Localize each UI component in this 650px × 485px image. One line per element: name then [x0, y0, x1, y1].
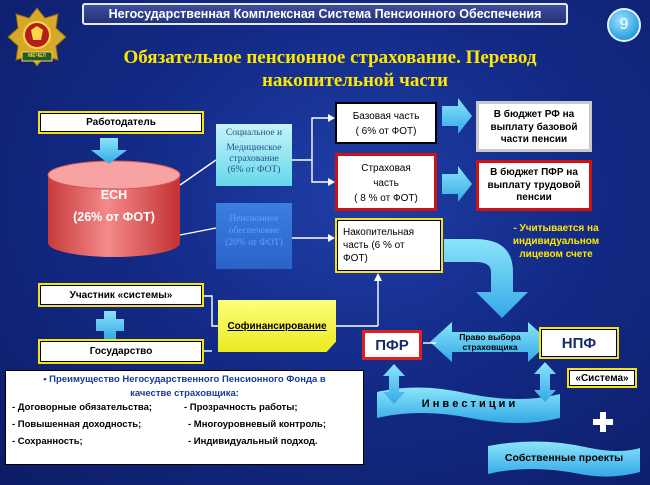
advantages-title-1: • Преимущество Негосударственного Пенсио… — [43, 374, 326, 385]
title-line-1: Обязательное пенсионное страхование. Пер… — [123, 47, 537, 68]
advantages-box: • Преимущество Негосударственного Пенсио… — [5, 370, 364, 465]
advantage-yield: - Повышенная доходность; — [12, 419, 142, 430]
insurance-part-line-3: ( 8 % от ФОТ) — [354, 193, 418, 204]
budget-rf-line-3: части пенсии — [500, 134, 568, 145]
double-arrow-icon — [534, 362, 556, 402]
account-note-line-2: индивидуальном — [512, 236, 600, 247]
insurance-part-box: Страховая часть ( 8 % от ФОТ) — [335, 153, 437, 211]
plus-icon — [96, 311, 124, 339]
funded-part-line-3: ФОТ) — [343, 253, 368, 264]
account-note-line-1: - Учитывается на — [513, 223, 599, 234]
investments-label: И н в е с т и ц и и — [421, 398, 516, 410]
social-note-line-2: Медицинское — [226, 143, 282, 153]
advantage-individual: - Индивидуальный подход. — [188, 436, 318, 447]
pension-provision-note: Пенсионное обеспечение (20% от ФОТ) — [216, 203, 292, 269]
arrow-down-icon — [91, 138, 127, 164]
social-note-line-1: Социальное и — [225, 128, 283, 138]
choice-label: Право выбора страховщика — [454, 332, 526, 352]
header-bar: Негосударственная Комплексная Система Пе… — [82, 3, 568, 25]
pfr-box: ПФР — [362, 330, 422, 360]
base-part-line-1: Базовая часть — [352, 111, 420, 122]
curved-arrow-icon — [444, 239, 528, 318]
budget-pfr-line-1: В бюджет ПФР на — [490, 167, 578, 178]
social-note-line-4: (6% от ФОТ) — [227, 165, 281, 175]
system-box: «Система» — [567, 368, 637, 388]
social-note-line-3: страхование — [229, 154, 279, 164]
pension-note-line-1: Пенсионное — [229, 214, 279, 224]
slide-number-badge: 9 — [607, 8, 641, 42]
plus-icon — [593, 412, 613, 432]
advantage-safety: - Сохранность; — [12, 436, 83, 447]
arrow-right-icon — [442, 98, 472, 134]
advantage-contract: - Договорные обязательства; — [12, 402, 153, 413]
own-projects-banner — [488, 441, 640, 477]
pension-note-line-3: (20% от ФОТ) — [225, 238, 283, 248]
choice-line-2: страховщика — [462, 342, 518, 352]
page-title: Обязательное пенсионное страхование. Пер… — [70, 46, 590, 92]
advantages-row-3: - Сохранность; - Индивидуальный подход. — [12, 435, 363, 449]
budget-rf-box: В бюджет РФ на выплату базовой части пен… — [476, 101, 592, 152]
own-projects-label: Собственные проекты — [504, 452, 624, 464]
funded-part-line-2: часть (6 % от — [343, 240, 405, 251]
advantage-transparency: - Прозрачность работы; — [184, 402, 298, 413]
insurance-part-line-2: часть — [373, 178, 399, 189]
employer-box: Работодатель — [38, 111, 204, 134]
double-arrow-icon — [430, 322, 550, 362]
advantages-title-2: качестве страховщика: — [130, 388, 239, 399]
insurance-part-line-1: Страховая — [361, 163, 411, 174]
budget-rf-line-1: В бюджет РФ на — [493, 109, 575, 120]
advantage-control: - Многоуровневый контроль; — [188, 419, 327, 430]
budget-pfr-line-3: пенсии — [516, 192, 552, 203]
account-note: - Учитывается на индивидуальном лицевом … — [496, 222, 616, 261]
advantages-row-1: - Договорные обязательства; - Прозрачнос… — [12, 401, 363, 415]
account-note-line-3: лицевом счете — [519, 249, 593, 260]
base-part-line-2: ( 6% от ФОТ) — [355, 126, 417, 137]
base-part-box: Базовая часть ( 6% от ФОТ) — [335, 102, 437, 144]
investments-banner — [377, 387, 560, 423]
budget-rf-line-2: выплату базовой — [490, 121, 578, 133]
choice-line-1: Право выбора — [459, 332, 521, 342]
arrowheads — [328, 114, 382, 281]
advantages-row-2: - Повышенная доходность; - Многоуровневы… — [12, 418, 363, 432]
esn-cylinder — [47, 160, 181, 257]
funded-part-box: Накопительная часть (6 % от ФОТ) — [335, 218, 443, 273]
title-line-2: накопительной части — [261, 70, 449, 91]
budget-pfr-box: В бюджет ПФР на выплату трудовой пенсии — [476, 160, 592, 211]
emblem-ribbon-text: МЕЧЕЛ — [28, 53, 46, 59]
cofinancing-note: Софинансирование — [218, 300, 336, 352]
funded-part-line-1: Накопительная — [343, 227, 415, 238]
npf-box: НПФ — [539, 327, 619, 359]
government-box: Государство — [38, 339, 204, 364]
esn-value: (26% от ФОТ) — [73, 210, 155, 224]
budget-pfr-line-2: выплату трудовой — [487, 179, 581, 191]
emblem-icon: МЕЧЕЛ — [4, 4, 70, 70]
participant-box: Участник «системы» — [38, 283, 204, 307]
pension-note-line-2: обеспечение — [228, 226, 280, 236]
double-arrow-icon — [383, 364, 405, 404]
social-insurance-note: Социальное и Медицинское страхование (6%… — [216, 124, 292, 186]
esn-label: ЕСН — [100, 188, 128, 202]
arrow-right-icon — [442, 166, 472, 202]
